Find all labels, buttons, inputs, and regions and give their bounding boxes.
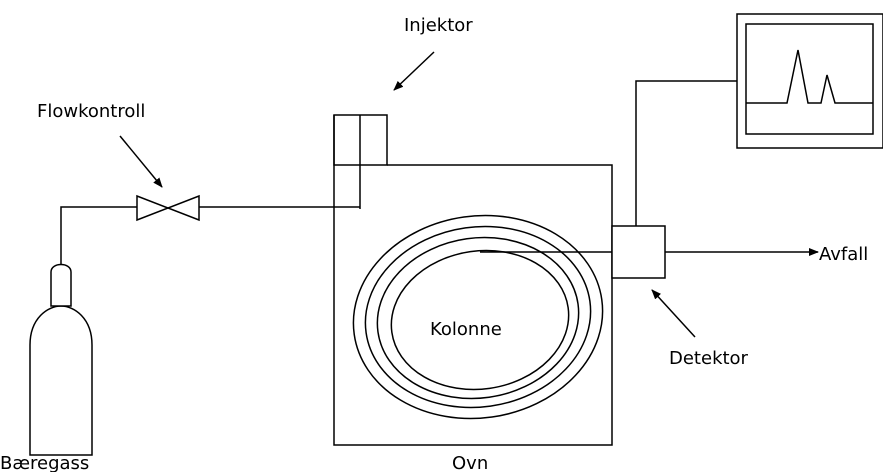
oven xyxy=(333,115,613,446)
flow-control-pointer-arrow xyxy=(119,135,163,188)
oven-label: Ovn xyxy=(452,453,488,472)
recorder-monitor xyxy=(736,13,883,149)
gas-line-to-valve xyxy=(60,206,137,265)
detector-box xyxy=(611,225,666,279)
gas-cylinder xyxy=(29,263,93,456)
column-label: Kolonne xyxy=(430,319,502,340)
signal-line xyxy=(635,80,737,226)
injector-pointer-arrow xyxy=(393,51,435,91)
injector-block xyxy=(333,114,388,209)
waste-label: Avfall xyxy=(819,244,868,265)
flow-control-label: Flowkontroll xyxy=(37,101,145,122)
injector-label: Injektor xyxy=(404,15,473,36)
detector-pointer-arrow xyxy=(651,289,696,338)
flow-control-valve xyxy=(136,194,200,222)
column-coil xyxy=(352,214,632,420)
carrier-gas-label: Bæregass xyxy=(0,453,89,472)
detector-label: Detektor xyxy=(669,348,749,369)
